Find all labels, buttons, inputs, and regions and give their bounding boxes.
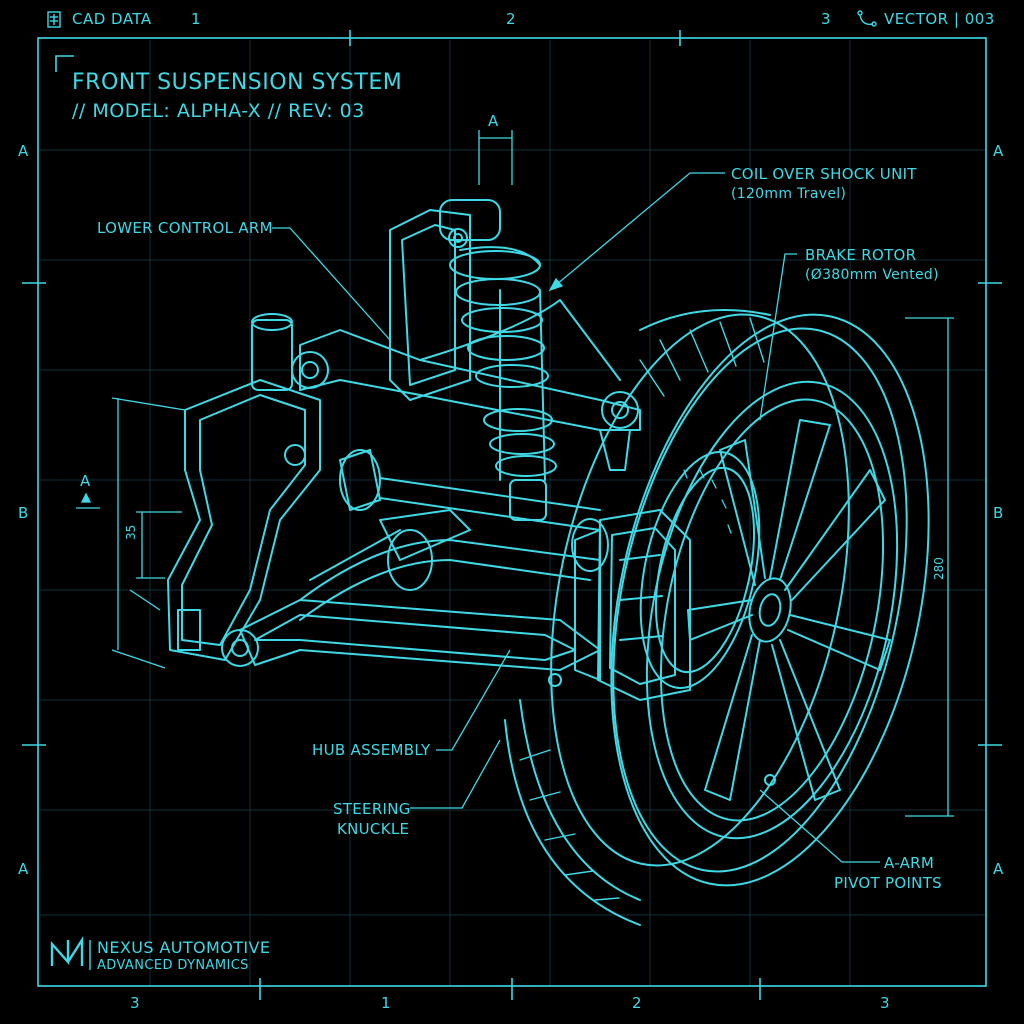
top-zone-2: 2 bbox=[506, 10, 517, 28]
page-subtitle: // MODEL: ALPHA-X // REV: 03 bbox=[72, 100, 365, 122]
lower-control-arm bbox=[221, 529, 601, 687]
callout-brake-rotor-detail: (Ø380mm Vented) bbox=[805, 267, 939, 283]
top-zone-1: 1 bbox=[191, 10, 202, 28]
bottom-zone-1: 1 bbox=[381, 994, 391, 1012]
bottom-zone-3-left: 3 bbox=[130, 994, 140, 1012]
callout-steering-knuckle-line1: STEERING bbox=[333, 800, 411, 818]
right-zone-a-top: A bbox=[993, 142, 1004, 160]
section-marker-left: A bbox=[80, 472, 91, 490]
left-zone-a-bottom: A bbox=[18, 860, 29, 878]
dimension-35: 35 bbox=[124, 524, 138, 540]
upper-mount-tower bbox=[291, 209, 641, 471]
callout-a-arm-line1: A-ARM bbox=[884, 854, 935, 872]
bottom-zone-2: 2 bbox=[632, 994, 642, 1012]
wheel-rim bbox=[645, 380, 899, 840]
right-zone-b: B bbox=[993, 504, 1004, 522]
left-zone-a-top: A bbox=[18, 142, 29, 160]
header-right-label: VECTOR | 003 bbox=[884, 10, 995, 28]
section-marker-top: A bbox=[488, 112, 499, 130]
dimension-280: 280 bbox=[932, 557, 946, 580]
document-grid-icon bbox=[47, 11, 61, 28]
page-title: FRONT SUSPENSION SYSTEM bbox=[72, 70, 403, 95]
tire bbox=[504, 309, 930, 926]
coilover-shock bbox=[439, 199, 557, 521]
nexus-logo-icon bbox=[50, 935, 91, 970]
suspension-illustration bbox=[167, 199, 930, 926]
callout-brake-rotor: BRAKE ROTOR bbox=[805, 246, 917, 264]
brake-caliper bbox=[574, 509, 691, 701]
leader-lines bbox=[76, 130, 954, 863]
drawing-frame bbox=[22, 30, 1002, 1000]
callout-hub-assembly: HUB ASSEMBLY bbox=[312, 741, 431, 759]
bottom-zone-3-right: 3 bbox=[880, 994, 890, 1012]
brake-rotor bbox=[639, 451, 761, 689]
callout-a-arm-line2: PIVOT POINTS bbox=[834, 874, 942, 892]
chassis-bracket bbox=[167, 313, 321, 661]
callout-coilover: COIL OVER SHOCK UNIT bbox=[731, 165, 917, 183]
header-left-label: CAD DATA bbox=[72, 10, 152, 28]
drive-shaft bbox=[339, 449, 609, 572]
brand-tagline: ADVANCED DYNAMICS bbox=[97, 958, 249, 973]
left-zone-b: B bbox=[18, 504, 29, 522]
callout-coilover-detail: (120mm Travel) bbox=[731, 186, 847, 202]
callout-lower-control-arm: LOWER CONTROL ARM bbox=[97, 219, 273, 237]
brand-name: NEXUS AUTOMOTIVE bbox=[97, 938, 271, 957]
top-zone-3: 3 bbox=[821, 10, 832, 28]
curve-path-icon bbox=[857, 10, 877, 27]
callout-steering-knuckle-line2: KNUCKLE bbox=[337, 820, 410, 838]
right-zone-a-bottom: A bbox=[993, 860, 1004, 878]
